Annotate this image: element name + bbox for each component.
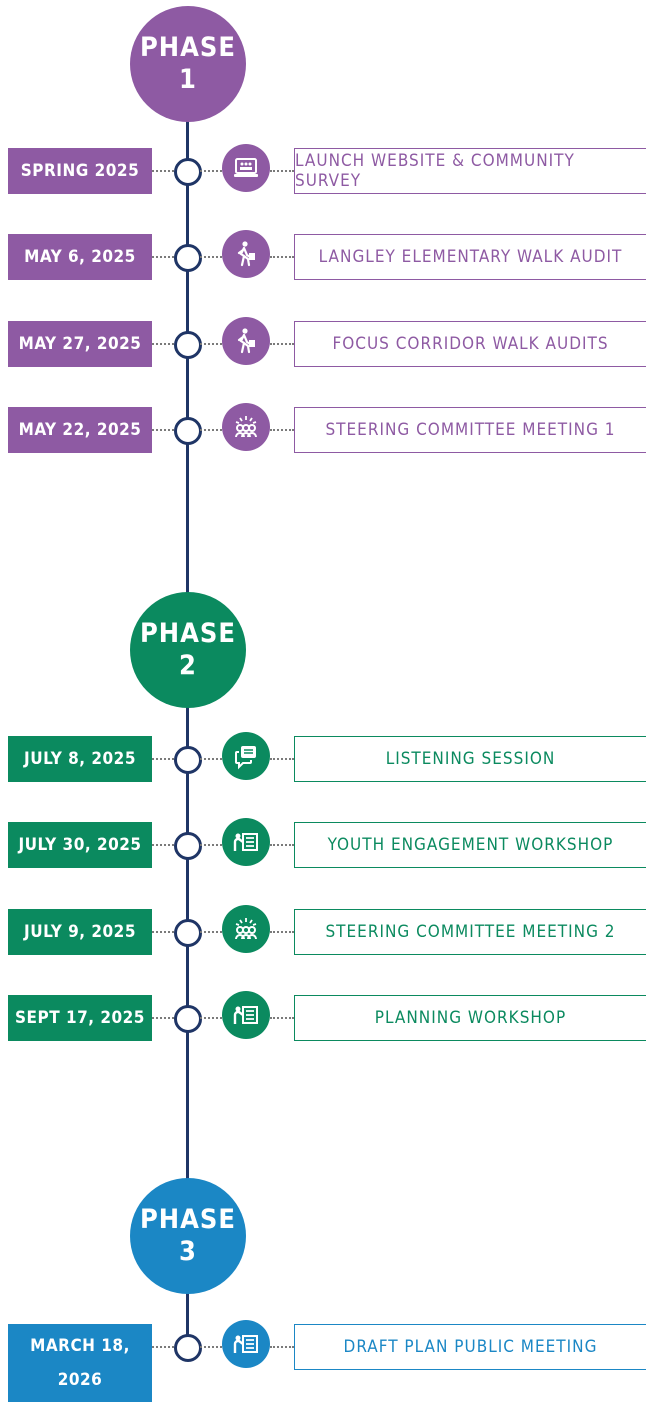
event-date: MAY 27, 2025	[8, 321, 152, 367]
phase-3-number: 3	[179, 1236, 197, 1267]
timeline-event: JULY 30, 2025 YOUTH ENGAGEMENT WORKSHOP	[0, 818, 647, 868]
event-date: SEPT 17, 2025	[8, 995, 152, 1041]
phase-2-badge: PHASE 2	[130, 592, 246, 708]
event-date-line-2: 2026	[57, 1370, 103, 1390]
phase-1-badge: PHASE 1	[130, 6, 246, 122]
timeline-node	[174, 331, 202, 359]
laptop-survey-icon	[222, 144, 270, 192]
timeline-event: SPRING 2025 LAUNCH WEBSITE & COMMUNITY S…	[0, 144, 647, 194]
event-title-box: FOCUS CORRIDOR WALK AUDITS	[294, 321, 646, 367]
phase-1-number: 1	[179, 64, 197, 95]
event-title-box: STEERING COMMITTEE MEETING 1	[294, 407, 646, 453]
event-title-box: DRAFT PLAN PUBLIC MEETING	[294, 1324, 646, 1370]
group-meeting-icon	[222, 403, 270, 451]
timeline-node	[174, 1334, 202, 1362]
event-title-box: LISTENING SESSION	[294, 736, 646, 782]
event-title-box: LAUNCH WEBSITE & COMMUNITY SURVEY	[294, 148, 646, 194]
timeline-node	[174, 832, 202, 860]
timeline-node	[174, 244, 202, 272]
event-date: MARCH 18, 2026	[8, 1324, 152, 1402]
event-title-box: LANGLEY ELEMENTARY WALK AUDIT	[294, 234, 646, 280]
timeline-event: MAY 6, 2025 LANGLEY ELEMENTARY WALK AUDI…	[0, 230, 647, 280]
walker-icon	[222, 317, 270, 365]
timeline-node	[174, 919, 202, 947]
event-date-line-1: MARCH 18,	[30, 1336, 130, 1356]
event-date: SPRING 2025	[8, 148, 152, 194]
phase-3-label: PHASE	[139, 1204, 237, 1235]
presenter-board-icon	[222, 1320, 270, 1368]
timeline-node	[174, 158, 202, 186]
presenter-board-icon	[222, 991, 270, 1039]
group-meeting-icon	[222, 905, 270, 953]
timeline-node	[174, 1005, 202, 1033]
timeline-event: JULY 9, 2025 STEERING COMMITTEE MEETING …	[0, 905, 647, 955]
event-date: JULY 8, 2025	[8, 736, 152, 782]
event-title-box: STEERING COMMITTEE MEETING 2	[294, 909, 646, 955]
timeline-event: MAY 22, 2025 STEERING COMMITTEE MEETING …	[0, 403, 647, 453]
event-date: MAY 22, 2025	[8, 407, 152, 453]
event-date: JULY 30, 2025	[8, 822, 152, 868]
timeline-node	[174, 417, 202, 445]
phase-3-badge: PHASE 3	[130, 1178, 246, 1294]
speech-bubble-icon	[222, 732, 270, 780]
event-title-box: PLANNING WORKSHOP	[294, 995, 646, 1041]
event-date: MAY 6, 2025	[8, 234, 152, 280]
timeline-spine	[186, 60, 189, 1360]
event-title-box: YOUTH ENGAGEMENT WORKSHOP	[294, 822, 646, 868]
timeline-event: MARCH 18, 2026 DRAFT PLAN PUBLIC MEETING	[0, 1320, 647, 1402]
phase-2-number: 2	[179, 650, 197, 681]
timeline-node	[174, 746, 202, 774]
phase-1-label: PHASE	[139, 32, 237, 63]
walker-icon	[222, 230, 270, 278]
phase-2-label: PHASE	[139, 618, 237, 649]
event-date: JULY 9, 2025	[8, 909, 152, 955]
timeline-event: SEPT 17, 2025 PLANNING WORKSHOP	[0, 991, 647, 1041]
timeline-event: MAY 27, 2025 FOCUS CORRIDOR WALK AUDITS	[0, 317, 647, 367]
presenter-board-icon	[222, 818, 270, 866]
timeline-event: JULY 8, 2025 LISTENING SESSION	[0, 732, 647, 782]
